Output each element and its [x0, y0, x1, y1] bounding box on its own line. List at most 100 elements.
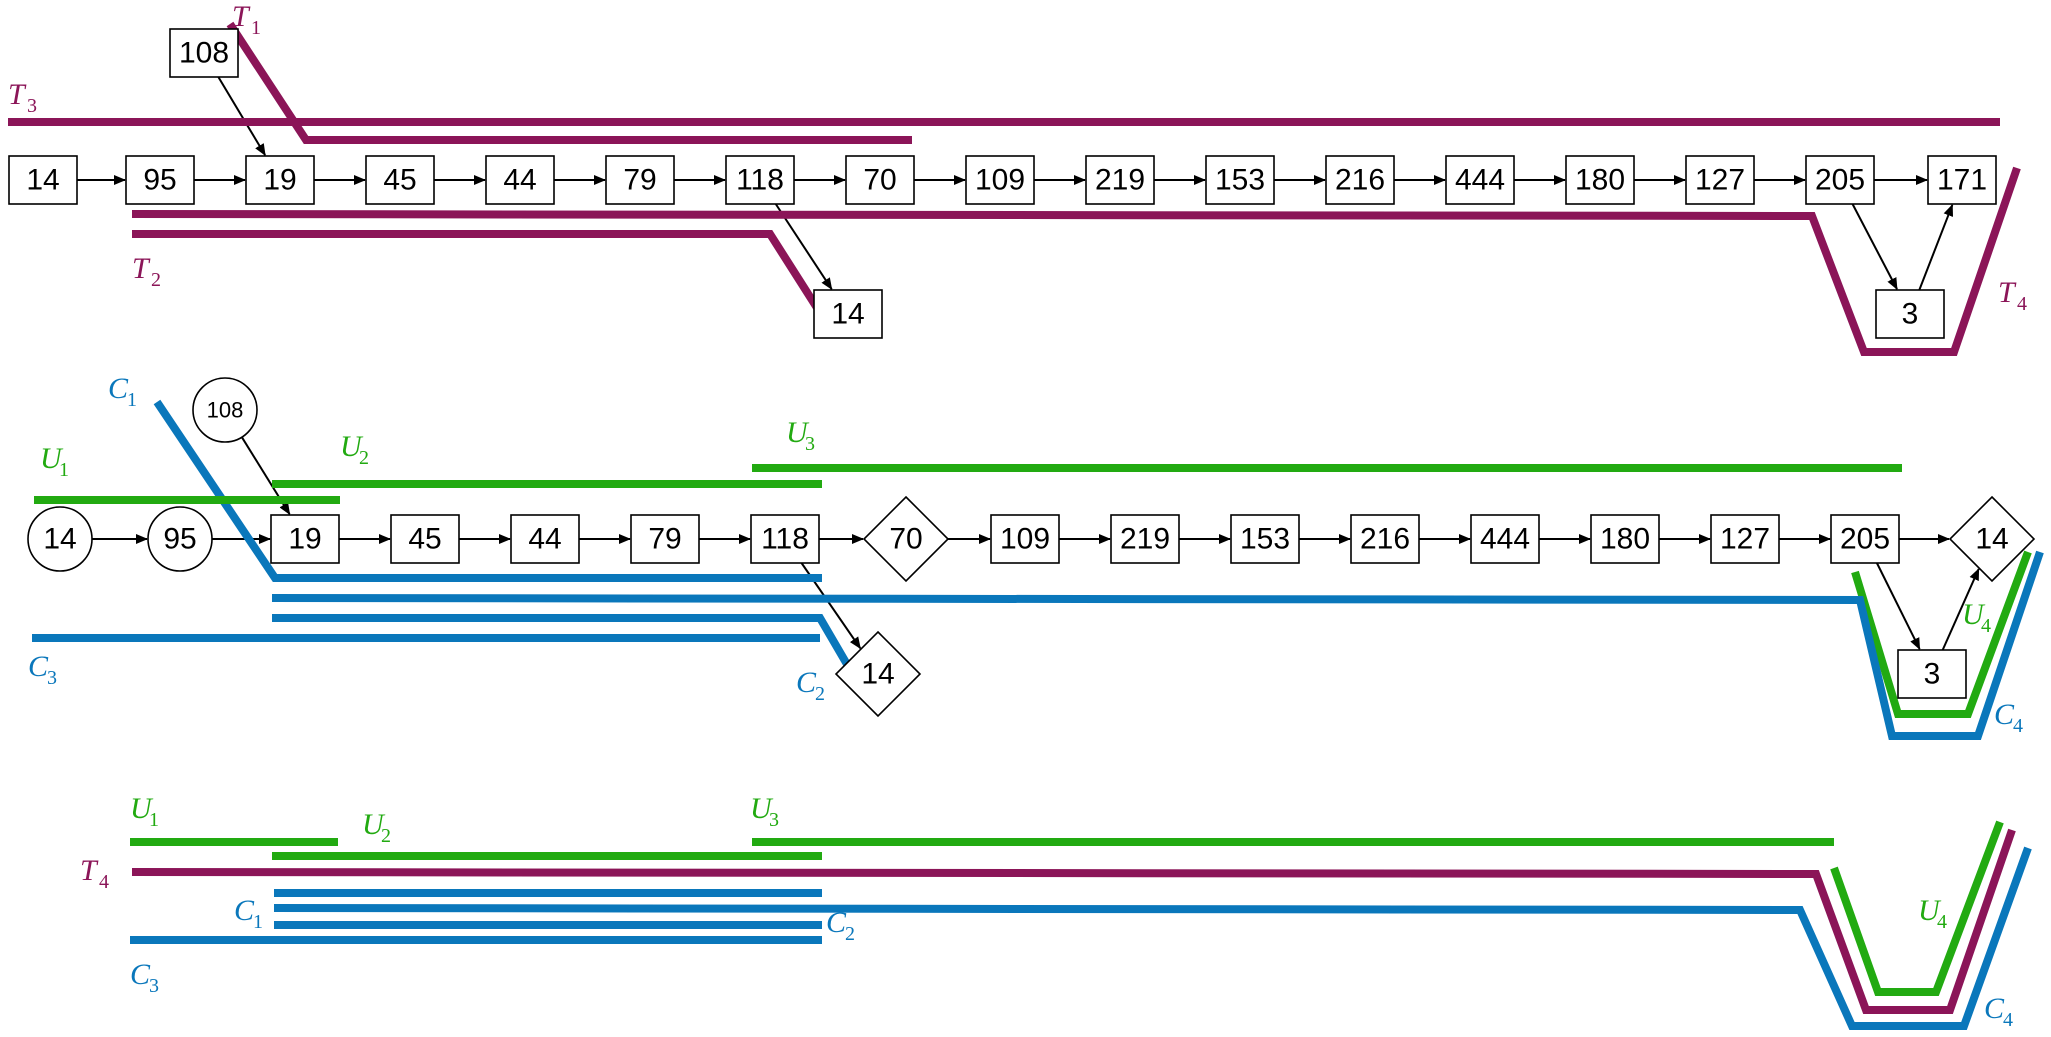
node-45: 45: [365, 155, 435, 205]
node-109: 109: [965, 155, 1035, 205]
trace-label-u2: U2: [340, 430, 369, 469]
trace-u4: [1851, 550, 2032, 718]
trace-label-c2: C2: [826, 906, 855, 945]
node-153: 153: [1230, 514, 1300, 564]
node-44: 44: [510, 514, 580, 564]
node-70: 70: [862, 495, 950, 583]
trace-c2: [272, 614, 852, 669]
trace-label-sub: 4: [99, 871, 109, 893]
node-109: 109: [990, 514, 1060, 564]
trace-label-c3: C3: [130, 958, 159, 997]
node-153: 153: [1205, 155, 1275, 205]
node-label: 118: [761, 523, 809, 556]
node-45: 45: [390, 514, 460, 564]
node-3: 3: [1897, 649, 1967, 699]
trace-label-base: U: [786, 416, 810, 449]
node-127: 127: [1685, 155, 1755, 205]
trace-label-base: T: [132, 252, 151, 285]
trace-label-sub: 3: [769, 809, 779, 831]
trace-label-base: U: [1962, 598, 1986, 631]
trace-line: [132, 230, 837, 336]
node-216: 216: [1350, 514, 1420, 564]
trace-label-sub: 2: [151, 269, 161, 291]
node-label: 216: [1335, 164, 1385, 197]
edge-arrow: [1918, 204, 1954, 291]
node-label: 70: [863, 164, 896, 197]
node-label: 153: [1215, 164, 1265, 197]
trace-label-c4: C4: [1984, 992, 2013, 1031]
node-label: 153: [1240, 523, 1290, 556]
trace-label-base: C: [796, 666, 817, 699]
trace-label-sub: 2: [845, 923, 855, 945]
trace-label-base: C: [130, 958, 151, 991]
trace-label-base: C: [826, 906, 847, 939]
trace-label-sub: 1: [251, 17, 261, 39]
node-label: 219: [1120, 523, 1170, 556]
trace-label-base: U: [340, 430, 364, 463]
node-label: 216: [1360, 523, 1410, 556]
node-205: 205: [1830, 514, 1900, 564]
node-205: 205: [1805, 155, 1875, 205]
node-label: 19: [263, 164, 296, 197]
node-118: 118: [725, 155, 795, 205]
trace-line: [153, 399, 822, 582]
trace-line: [1830, 820, 2004, 996]
node-label: 14: [26, 164, 59, 197]
trace-label-base: U: [1918, 894, 1942, 927]
trace-label-base: T: [232, 0, 251, 33]
node-label: 180: [1600, 523, 1650, 556]
node-3: 3: [1875, 289, 1945, 339]
trace-label-base: U: [130, 792, 154, 825]
trace-c1: [153, 399, 822, 582]
node-180: 180: [1565, 155, 1635, 205]
node-label: 205: [1815, 164, 1865, 197]
trace-line: [226, 21, 912, 144]
node-44: 44: [485, 155, 555, 205]
node-label: 3: [1924, 658, 1941, 691]
trace-label-base: U: [40, 442, 64, 475]
trace-line: [273, 846, 2032, 1030]
edge-arrow: [1851, 203, 1898, 290]
trace-label-sub: 4: [2017, 293, 2027, 315]
node-95: 95: [147, 506, 213, 572]
trace-label-sub: 2: [359, 447, 369, 469]
node-label: 219: [1095, 164, 1145, 197]
node-label: 3: [1902, 298, 1919, 331]
node-label: 44: [528, 523, 561, 556]
node-127: 127: [1710, 514, 1780, 564]
edge-arrow: [1941, 568, 1980, 651]
node-219: 219: [1110, 514, 1180, 564]
trace-label-sub: 4: [2003, 1009, 2013, 1031]
node-label: 118: [736, 164, 784, 197]
node-label: 205: [1840, 523, 1890, 556]
trace-label-sub: 3: [149, 975, 159, 997]
trace-u4: [1830, 820, 2004, 996]
trace-label-sub: 1: [149, 809, 159, 831]
node-216: 216: [1325, 155, 1395, 205]
trace-label-c2: C2: [796, 666, 825, 705]
node-219: 219: [1085, 155, 1155, 205]
trace-t4: [131, 166, 2021, 356]
trace-line: [1851, 550, 2032, 718]
trace-t2: [132, 230, 837, 336]
trace-label-base: T: [1998, 276, 2017, 309]
node-label: 19: [288, 523, 321, 556]
trace-label-u1: U1: [130, 792, 159, 831]
edge-arrow: [217, 76, 266, 156]
trace-layer: [8, 21, 2044, 1030]
node-180: 180: [1590, 514, 1660, 564]
node-label: 180: [1575, 164, 1625, 197]
trace-label-sub: 1: [253, 911, 263, 933]
node-14: 14: [834, 630, 922, 718]
node-118: 118: [750, 514, 820, 564]
edge-arrow: [1876, 562, 1921, 650]
trace-label-c1: C1: [234, 894, 263, 933]
trace-label-base: C: [1994, 698, 2015, 731]
